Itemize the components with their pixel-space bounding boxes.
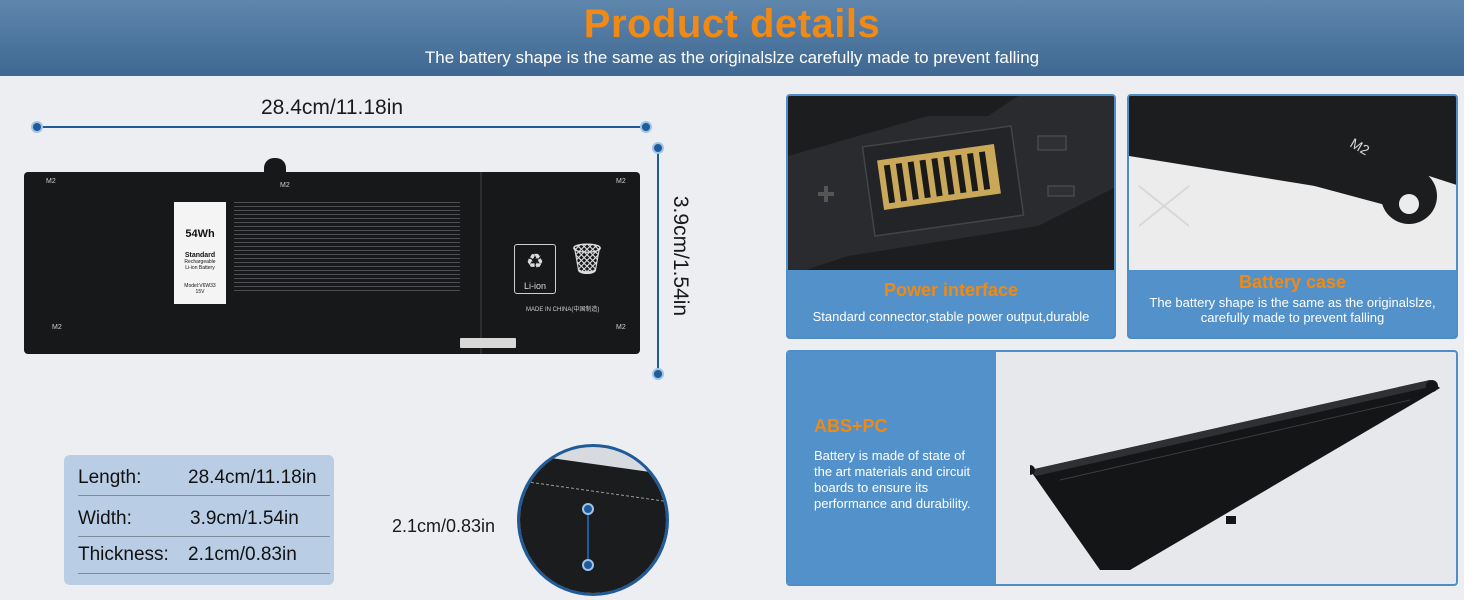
m2-mark: M2 bbox=[46, 178, 56, 185]
thickness-line bbox=[587, 509, 589, 565]
battery-edge bbox=[520, 452, 666, 593]
battery-case-text: carefully made to prevent falling bbox=[1200, 310, 1385, 325]
battery-case-title: Battery case bbox=[1238, 272, 1347, 292]
spec-table: Length: 28.4cm/11.18in Width: 3.9cm/1.54… bbox=[64, 455, 334, 585]
width-dimension-label: 3.9cm/1.54in bbox=[669, 195, 692, 317]
spec-key: Length: bbox=[78, 467, 142, 488]
chem-text: Rechargeable bbox=[184, 259, 216, 265]
chem-text: Li-ion Battery bbox=[185, 265, 215, 271]
thickness-bottom-dot bbox=[582, 559, 594, 571]
spec-key: Width: bbox=[78, 508, 132, 529]
battery-mount-tab bbox=[264, 158, 286, 174]
battery-angled-photo bbox=[1030, 380, 1440, 570]
width-end-dot bbox=[652, 368, 664, 380]
spec-value: 28.4cm/11.18in bbox=[188, 467, 317, 488]
spec-value: 3.9cm/1.54in bbox=[190, 508, 299, 529]
connector-photo bbox=[788, 96, 1114, 276]
spec-key: Thickness: bbox=[78, 544, 169, 565]
m2-mark: M2 bbox=[616, 324, 626, 331]
power-interface-caption: Power interface Standard connector,stabl… bbox=[788, 270, 1114, 337]
power-interface-title: Power interface bbox=[883, 280, 1019, 300]
capacity-label: 54Wh Standard Rechargeable Li-ion Batter… bbox=[174, 202, 226, 304]
material-description: Battery is made of state of the art mate… bbox=[814, 448, 971, 511]
length-dimension-label: 28.4cm/11.18in bbox=[261, 96, 404, 119]
made-in-text: MADE IN CHINA(中国制造) bbox=[526, 307, 600, 313]
model-text: Model:V6W33 bbox=[184, 283, 216, 289]
spec-divider bbox=[78, 536, 330, 537]
width-start-dot bbox=[652, 142, 664, 154]
battery-case-caption: Battery case The battery shape is the sa… bbox=[1129, 270, 1456, 337]
material-text-area: ABS+PC Battery is made of state of the a… bbox=[788, 352, 996, 584]
length-start-dot bbox=[31, 121, 43, 133]
warning-fine-print bbox=[234, 202, 460, 294]
length-dimension-line bbox=[38, 126, 646, 128]
li-ion-text: Li-ion bbox=[523, 281, 546, 291]
material-panel: ABS+PC Battery is made of state of the a… bbox=[786, 350, 1458, 586]
battery-case-panel: M2 Battery case The battery shape is the… bbox=[1127, 94, 1458, 339]
page-subtitle: The battery shape is the same as the ori… bbox=[424, 48, 1040, 67]
recycle-icon: ♻ Li-ion bbox=[514, 244, 556, 294]
capacity-text: 54Wh bbox=[185, 228, 215, 240]
crossed-bin-icon: 🗑 bbox=[568, 243, 607, 276]
battery-top-view: M2 M2 M2 M2 M2 54Wh Standard Rechargeabl… bbox=[24, 158, 640, 354]
width-dimension-line bbox=[657, 148, 659, 374]
m2-mark: M2 bbox=[52, 324, 62, 331]
length-end-dot bbox=[640, 121, 652, 133]
voltage-text: 15V bbox=[195, 289, 205, 295]
spec-value: 2.1cm/0.83in bbox=[188, 544, 297, 565]
type-text: Standard bbox=[184, 252, 216, 259]
spec-divider bbox=[78, 495, 330, 496]
page-title: Product details bbox=[583, 2, 881, 46]
material-title: ABS+PC bbox=[814, 416, 888, 436]
header-banner: Product details The battery shape is the… bbox=[0, 0, 1464, 76]
spec-divider bbox=[78, 573, 330, 574]
battery-connector bbox=[460, 338, 516, 348]
thickness-top-dot bbox=[582, 503, 594, 515]
m2-mark: M2 bbox=[616, 178, 626, 185]
case-photo: M2 bbox=[1129, 96, 1456, 276]
thickness-magnifier bbox=[517, 444, 669, 596]
power-interface-panel: Power interface Standard connector,stabl… bbox=[786, 94, 1116, 339]
power-interface-text: Standard connector,stable power output,d… bbox=[812, 309, 1090, 324]
m2-mark: M2 bbox=[280, 182, 290, 189]
thickness-dimension-label: 2.1cm/0.83in bbox=[392, 516, 496, 536]
battery-case-text: The battery shape is the same as the ori… bbox=[1149, 295, 1436, 310]
battery-seam bbox=[480, 172, 482, 354]
